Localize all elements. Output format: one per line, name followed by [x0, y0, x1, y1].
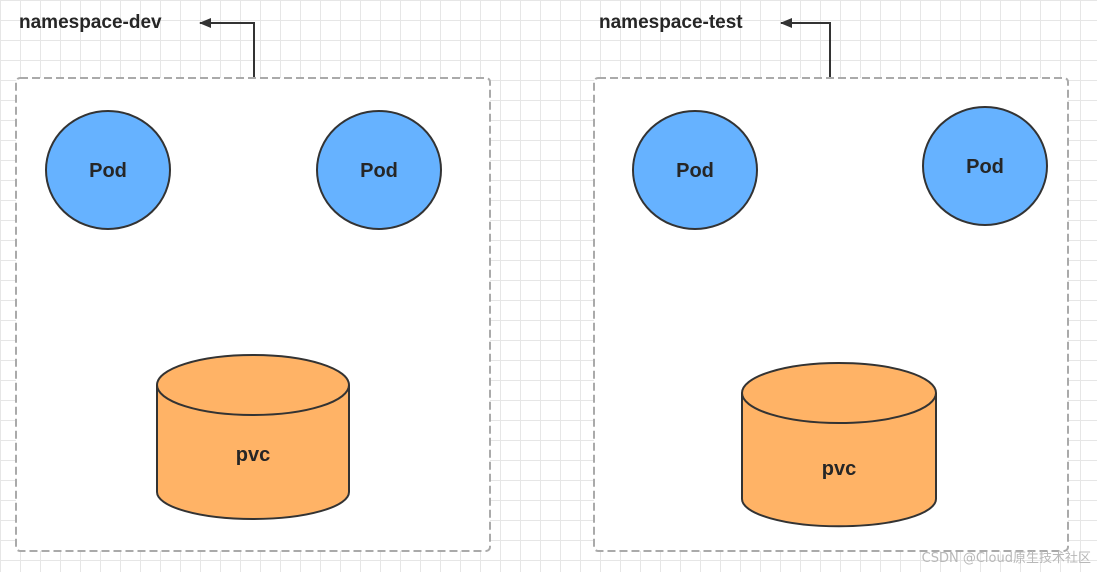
watermark: CSDN @Cloud原生技术社区 — [921, 551, 1091, 566]
pvc-cylinder-top — [741, 362, 937, 424]
pod-label: Pod — [676, 160, 714, 182]
pod-node: Pod — [922, 106, 1048, 226]
pvc-label: pvc — [822, 458, 856, 480]
pvc-cylinder: pvc — [741, 362, 937, 528]
pod-label: Pod — [360, 160, 398, 182]
pod-node: Pod — [632, 110, 758, 230]
namespace-test-label: namespace-test — [599, 12, 743, 33]
pod-node: Pod — [316, 110, 442, 230]
pod-label: Pod — [966, 156, 1004, 178]
namespace-dev-connector — [199, 18, 255, 77]
pvc-cylinder-top — [156, 354, 350, 416]
pod-label: Pod — [89, 160, 127, 182]
pod-node: Pod — [45, 110, 171, 230]
namespace-test-connector — [780, 18, 831, 77]
pvc-label: pvc — [236, 444, 270, 466]
pvc-cylinder: pvc — [156, 354, 350, 520]
namespace-dev-label: namespace-dev — [19, 12, 162, 33]
